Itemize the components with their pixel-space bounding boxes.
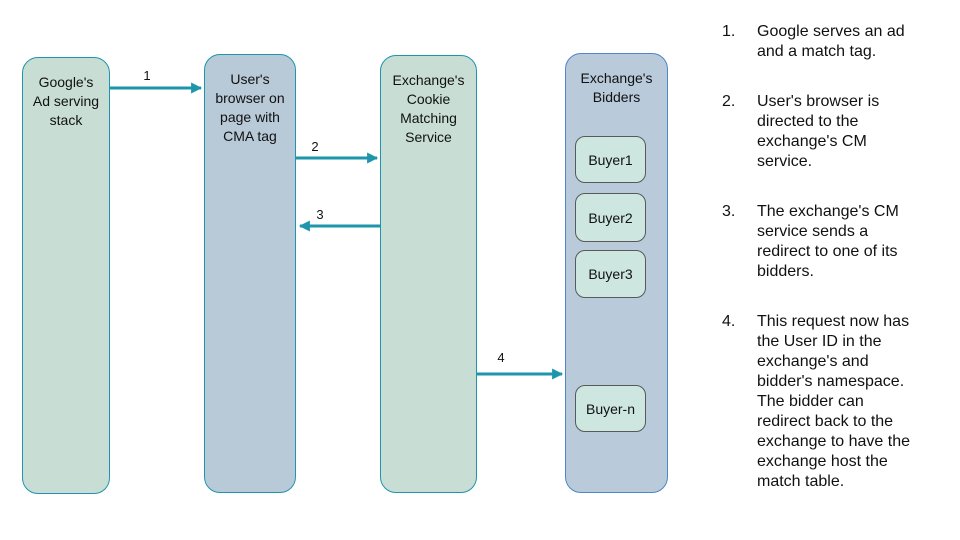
- lane-google-ad-stack-title: Google's Ad serving stack: [32, 74, 100, 128]
- buyer-box-2: Buyer2: [575, 193, 646, 242]
- note-item-4: 4. This request now has the User ID in t…: [722, 312, 934, 492]
- buyer-box-3: Buyer3: [575, 250, 646, 298]
- note-text: Google serves an ad and a match tag.: [757, 23, 905, 60]
- arrow-label-3: 3: [316, 207, 324, 222]
- note-text: The exchange's CM service sends a redire…: [757, 203, 899, 280]
- note-text: This request now has the User ID in the …: [757, 313, 911, 490]
- note-item-3: 3. The exchange's CM service sends a red…: [722, 202, 934, 282]
- note-number: 2.: [722, 93, 736, 110]
- lane-user-browser-title: User's browser on page with CMA tag: [215, 71, 285, 144]
- note-item-2: 2. User's browser is directed to the exc…: [722, 92, 934, 172]
- note-number: 1.: [722, 23, 736, 40]
- note-number: 4.: [722, 313, 736, 330]
- lane-exchange-bidders-title: Exchange's Bidders: [580, 70, 653, 105]
- lane-user-browser: User's browser on page with CMA tag: [204, 54, 296, 493]
- lane-google-ad-stack: Google's Ad serving stack: [22, 57, 110, 494]
- note-number: 3.: [722, 203, 736, 220]
- note-item-1: 1. Google serves an ad and a match tag.: [722, 22, 934, 62]
- arrow-label-4: 4: [497, 350, 505, 365]
- lane-exchange-cm-service: Exchange's Cookie Matching Service: [380, 55, 477, 493]
- arrow-label-2: 2: [311, 139, 319, 154]
- buyer-box-1: Buyer1: [575, 136, 646, 183]
- notes-list: 1. Google serves an ad and a match tag. …: [722, 22, 934, 522]
- lane-exchange-cm-service-title: Exchange's Cookie Matching Service: [392, 72, 465, 145]
- buyer-box-n: Buyer-n: [575, 385, 646, 432]
- note-text: User's browser is directed to the exchan…: [757, 93, 880, 170]
- arrow-label-1: 1: [143, 68, 151, 83]
